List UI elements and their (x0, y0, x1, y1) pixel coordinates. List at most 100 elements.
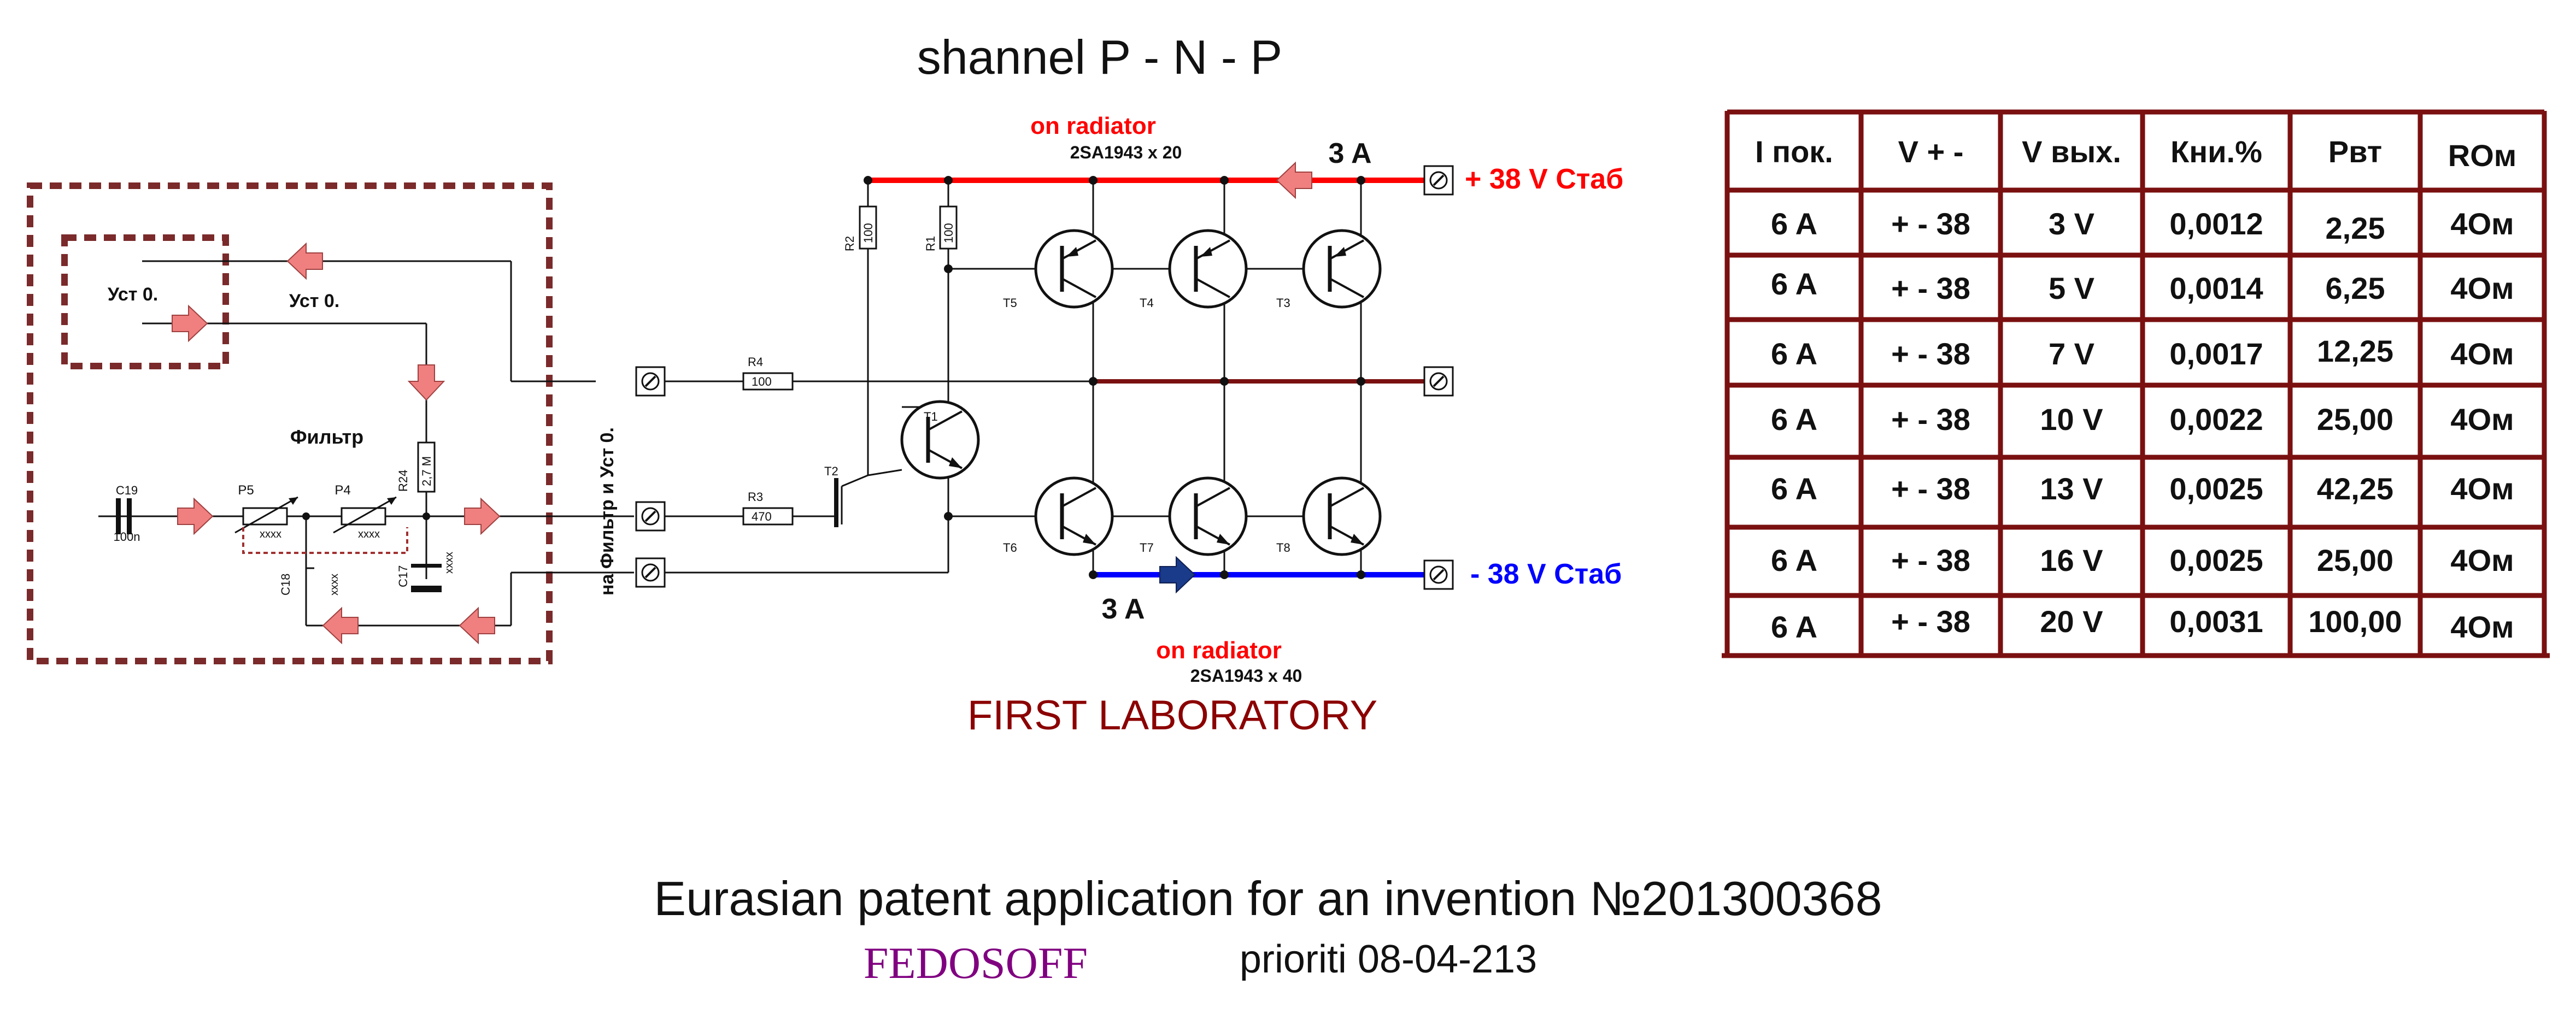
positive-voltage-label: + 38 V Стаб (1465, 163, 1623, 195)
table-cell: 6 A (1770, 543, 1818, 577)
t7-label: T7 (1140, 541, 1154, 555)
brand-label: FIRST LABORATORY (967, 692, 1377, 739)
main-junctions (864, 176, 1365, 579)
table-cell: + - 38 (1891, 337, 1970, 371)
p5-value: xxxx (260, 528, 281, 540)
c18-value: xxxx (328, 574, 341, 595)
feedback-arrow-2 (459, 608, 495, 644)
table-cell: 3 V (2048, 207, 2095, 241)
table-cell: 6 A (1770, 402, 1818, 437)
table-cell: + - 38 (1891, 207, 1970, 241)
resistor-r4: 100 R4 (742, 355, 794, 391)
table-cell: 4Ом (2450, 207, 2514, 241)
table-cell: 0,0025 (2169, 543, 2263, 577)
table-cell: 6 A (1770, 207, 1818, 241)
table-cell: 4Ом (2450, 271, 2514, 305)
signal-arrow-out (464, 498, 500, 534)
filter-arrow-down (408, 364, 444, 400)
table-cell: 12,25 (2316, 334, 2394, 368)
patent-line: Eurasian patent application for an inven… (654, 871, 1882, 925)
t8-label: T8 (1276, 541, 1290, 555)
top-radiator-heading: on radiator (1030, 113, 1156, 139)
table-cell: 0,0014 (2169, 271, 2263, 305)
transistor-t7 (1170, 478, 1246, 555)
r3-label: R3 (748, 490, 763, 504)
table-grid (1722, 109, 2550, 658)
terminal-feedback[interactable] (635, 557, 666, 588)
capacitor-c19: C19 100n (114, 483, 140, 544)
pot-link (242, 527, 408, 554)
c17-label: C17 (396, 565, 410, 587)
table-cell: 20 V (2040, 604, 2103, 639)
input-junctions (302, 512, 430, 520)
feedback-arrow-1 (322, 608, 359, 644)
resistor-r24: 2,7 M R24 (396, 441, 436, 493)
t3-label: T3 (1276, 296, 1290, 310)
table-cell: + - 38 (1891, 271, 1970, 305)
table-cell: + - 38 (1891, 402, 1970, 437)
terminal-ust[interactable] (635, 366, 666, 397)
table-cell: 6 A (1770, 610, 1818, 644)
table-cell: 16 V (2040, 543, 2103, 577)
table-cell: + - 38 (1891, 543, 1970, 577)
resistor-r1: 100 R1 (924, 205, 958, 251)
transistor-t3 (1304, 231, 1380, 307)
table-cell: 4Ом (2450, 471, 2514, 506)
table-cell: 4Ом (2450, 337, 2514, 371)
terminal-negative[interactable] (1423, 559, 1454, 590)
table-cell: 4Ом (2450, 610, 2514, 644)
ust-arrow-left (287, 243, 323, 279)
ust-arrow-right (172, 305, 208, 341)
r2-label: R2 (843, 236, 856, 251)
terminal-positive[interactable] (1423, 165, 1454, 196)
potentiometer-p5: P5 xxxx (234, 483, 298, 540)
results-table: I пок. V + - V вых. Кни.% Рвт RОм 6 A + … (1722, 107, 2550, 659)
t1-label: T1 (924, 410, 938, 423)
resistor-r3: 470 R3 (742, 490, 794, 526)
r4-label: R4 (748, 355, 763, 369)
table-cell: + - 38 (1891, 471, 1970, 506)
ust-outer-label: Уст 0. (289, 291, 339, 311)
capacitor-c18: C18 xxxx (279, 567, 341, 595)
table-header-power: Рвт (2328, 134, 2383, 169)
transistor-t4 (1170, 231, 1246, 307)
table-cell: 4Ом (2450, 402, 2514, 437)
p5-label: P5 (238, 483, 254, 498)
transistor-t6 (1036, 478, 1112, 555)
terminal-signal-in[interactable] (635, 501, 666, 532)
table-cell: 2,25 (2325, 211, 2385, 245)
side-label: на Фильтр и Уст 0. (597, 427, 618, 595)
table-cell: 6,25 (2325, 271, 2385, 305)
table-cell: 0,0022 (2169, 402, 2263, 437)
ust-inner-label: Уст 0. (108, 284, 158, 305)
p4-value: xxxx (358, 528, 380, 540)
terminal-output[interactable] (1423, 366, 1454, 397)
c17-value: xxxx (443, 552, 455, 574)
r1-label: R1 (924, 236, 937, 251)
table-cell: 13 V (2040, 471, 2103, 506)
top-radiator-part: 2SA1943 x 20 (1070, 143, 1182, 162)
negative-current-arrow (1159, 556, 1196, 594)
resistor-r2: 100 R2 (843, 205, 877, 251)
diagram-title: shannel P - N - P (917, 30, 1282, 84)
table-header-thd: Кни.% (2170, 134, 2262, 169)
t2-label: T2 (824, 464, 838, 478)
bottom-current: 3 A (1102, 593, 1145, 625)
bottom-radiator-heading: on radiator (1156, 637, 1282, 664)
c18-label: C18 (279, 574, 292, 595)
transistor-t8 (1304, 478, 1380, 555)
ust-block-frame (61, 234, 229, 369)
c19-value: 100n (114, 530, 140, 544)
table-header-vout: V вых. (2022, 134, 2121, 169)
table-cell: 25,00 (2316, 543, 2394, 577)
table-cell: 100,00 (2308, 604, 2402, 639)
capacitor-c17: C17 xxxx (396, 552, 455, 592)
t6-label: T6 (1003, 541, 1017, 555)
table-cell: 10 V (2040, 402, 2103, 437)
r1-value: 100 (942, 223, 955, 243)
table-header-supply: V + - (1898, 134, 1964, 169)
table-cell: 6 A (1770, 471, 1818, 506)
r24-label: R24 (396, 470, 410, 492)
r24-value: 2,7 M (420, 456, 433, 486)
